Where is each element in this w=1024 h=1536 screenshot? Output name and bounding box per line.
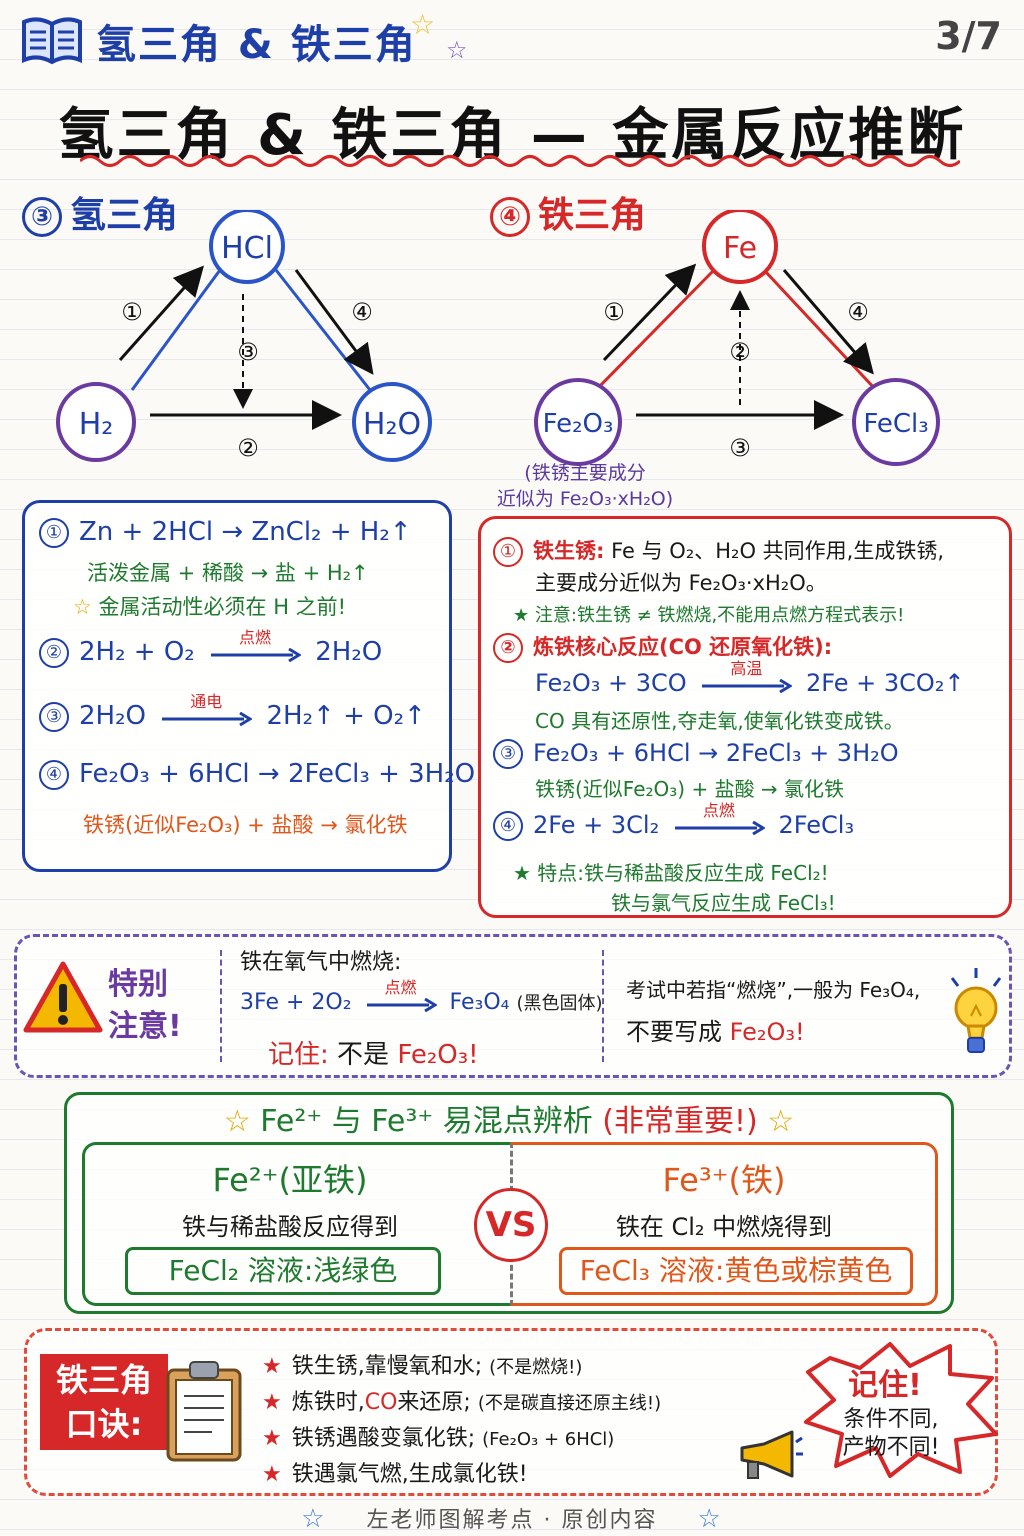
arrow-label: ① bbox=[603, 298, 625, 326]
star-icon: ★ bbox=[262, 1462, 282, 1487]
fe2-description: 铁与稀盐酸反应得到 bbox=[182, 1213, 398, 1241]
fe2-title: Fe²⁺(亚铁) bbox=[212, 1161, 368, 1199]
star-icon: ★ bbox=[262, 1426, 282, 1451]
node-fe: Fe bbox=[723, 231, 757, 266]
note-1a: 活泼金属 + 稀酸 → 盐 + H₂↑ bbox=[87, 561, 369, 585]
reaction-arrow: 点燃 bbox=[209, 628, 301, 668]
arrow-label: ③ bbox=[237, 338, 259, 366]
divider bbox=[602, 950, 604, 1062]
heading-text: 铁三角 bbox=[538, 195, 647, 236]
fe3-panel: Fe³⁺(铁) 铁在 Cl₂ 中燃烧得到 FeCl₃ 溶液:黄色或棕黄色 bbox=[510, 1142, 938, 1306]
star-icon: ☆ bbox=[767, 1104, 795, 1139]
rhyme-line-2: ★炼铁时,CO来还原; (不是碳直接还原主线!) bbox=[262, 1390, 662, 1415]
clipboard-icon bbox=[166, 1361, 242, 1462]
star-icon: ☆ bbox=[446, 36, 468, 64]
star-icon: ★ bbox=[262, 1390, 282, 1415]
rhyme-line-1: ★铁生锈,靠慢氧和水; (不是燃烧!) bbox=[262, 1354, 583, 1379]
burn-equation: 3Fe + 2O₂ 点燃 Fe₃O₄ (黑色固体) bbox=[240, 978, 603, 1018]
star-icon: ★ bbox=[513, 605, 530, 626]
fe3-title: Fe³⁺(铁) bbox=[662, 1161, 786, 1199]
speech-burst bbox=[804, 1342, 998, 1478]
reaction-arrow: 通电 bbox=[160, 692, 253, 732]
arrow-label: ① bbox=[121, 298, 143, 326]
iron-triangle-diagram: Fe Fe₂O₃ FeCl₃ ① ② ④ ③ bbox=[534, 210, 940, 466]
reaction-arrow: 点燃 bbox=[673, 801, 765, 841]
note-1b: ☆ 金属活动性必须在 H 之前! bbox=[73, 595, 347, 619]
hydrogen-triangle-diagram: HCl H₂ H₂O ① ③ ④ ② bbox=[56, 210, 432, 462]
arrow-label: ② bbox=[729, 338, 751, 366]
item-1-note: ★ 注意:铁生锈 ≠ 铁燃烧,不能用点燃方程式表示! bbox=[513, 605, 905, 626]
megaphone-icon bbox=[740, 1430, 803, 1479]
node-fe2o3: Fe₂O₃ bbox=[543, 409, 614, 439]
page-number: 3/7 bbox=[935, 14, 1002, 58]
equation-2: Fe₂O₃ + 3CO 高温 2Fe + 3CO₂↑ bbox=[535, 659, 965, 699]
node-hcl: HCl bbox=[221, 231, 273, 266]
special-attention-box bbox=[14, 934, 1012, 1078]
rhyme-line-4: ★铁遇氯气燃,生成氯化铁! bbox=[262, 1462, 528, 1487]
open-book-icon bbox=[22, 17, 82, 65]
lightbulb-icon bbox=[950, 968, 1002, 1053]
rhyme-label: 铁三角 口诀: bbox=[40, 1354, 168, 1450]
section-number: ④ bbox=[490, 197, 530, 237]
arrow-label: ④ bbox=[351, 298, 373, 326]
exam-note-2: 不要写成 Fe₂O₃! bbox=[626, 1018, 805, 1046]
item-1-cont: 主要成分近似为 Fe₂O₃·xH₂O。 bbox=[535, 571, 827, 595]
reaction-arrow: 点燃 bbox=[365, 978, 437, 1018]
star-icon: ☆ bbox=[301, 1504, 327, 1534]
burst-text: 条件不同, 产物不同! bbox=[842, 1407, 940, 1460]
section-number: ③ bbox=[22, 197, 62, 237]
fe2-panel: Fe²⁺(亚铁) 铁与稀盐酸反应得到 FeCl₂ 溶液:浅绿色 bbox=[82, 1142, 512, 1306]
divider bbox=[220, 950, 222, 1062]
burn-title: 铁在氧气中燃烧: bbox=[240, 950, 402, 975]
footer: ☆左老师图解考点 · 原创内容☆ bbox=[301, 1504, 723, 1534]
heading-text: 氢三角 bbox=[70, 195, 179, 236]
node-fecl3: FeCl₃ bbox=[863, 409, 928, 439]
burst-title: 记住! bbox=[848, 1368, 922, 1403]
vs-badge: VS bbox=[474, 1188, 548, 1262]
node-h2o: H₂O bbox=[363, 407, 421, 442]
title-underline bbox=[80, 155, 960, 167]
note-4: 铁锈(近似Fe₂O₃) + 盐酸 → 氯化铁 bbox=[83, 813, 408, 837]
arrow-label: ② bbox=[237, 434, 259, 462]
star-icon: ☆ bbox=[697, 1504, 723, 1534]
rust-composition-note: (铁锈主要成分 近似为 Fe₂O₃·xH₂O) bbox=[496, 462, 674, 510]
star-icon: ★ bbox=[262, 1354, 282, 1379]
arrow-label: ③ bbox=[729, 434, 751, 462]
rhyme-line-3: ★铁锈遇酸变氯化铁; (Fe₂O₃ + 6HCl) bbox=[262, 1426, 615, 1451]
remember-line: 记住: 不是 Fe₂O₃! bbox=[268, 1040, 479, 1070]
star-icon: ☆ bbox=[73, 595, 92, 619]
special-attention-label: 特别 注意! bbox=[108, 967, 182, 1044]
item-3-note: 铁锈(近似Fe₂O₃) + 盐酸 → 氯化铁 bbox=[535, 777, 845, 801]
reaction-arrow: 高温 bbox=[700, 659, 793, 699]
header-title: 氢三角 & 铁三角 bbox=[96, 22, 417, 68]
fe2-solution-color: FeCl₂ 溶液:浅绿色 bbox=[125, 1247, 441, 1295]
node-h2: H₂ bbox=[79, 407, 114, 442]
star-icon: ★ bbox=[513, 861, 531, 885]
item-4-note-b: 铁与氯气反应生成 FeCl₃! bbox=[611, 891, 836, 915]
warning-icon bbox=[23, 961, 103, 1033]
fe3-solution-color: FeCl₃ 溶液:黄色或棕黄色 bbox=[559, 1247, 913, 1295]
star-icon: ☆ bbox=[410, 8, 436, 41]
item-2-note: CO 具有还原性,夺走氧,使氧化铁变成铁。 bbox=[535, 709, 904, 733]
fe3-description: 铁在 Cl₂ 中燃烧得到 bbox=[615, 1213, 833, 1241]
star-icon: ☆ bbox=[223, 1104, 251, 1139]
ion-comparison-heading: ☆ Fe²⁺ 与 Fe³⁺ 易混点辨析 (非常重要!) ☆ bbox=[223, 1104, 795, 1139]
exam-note-1: 考试中若指“燃烧”,一般为 Fe₃O₄, bbox=[626, 978, 921, 1002]
arrow-label: ④ bbox=[847, 298, 869, 326]
item-4-note-a: ★ 特点:铁与稀盐酸反应生成 FeCl₂! bbox=[513, 861, 829, 885]
